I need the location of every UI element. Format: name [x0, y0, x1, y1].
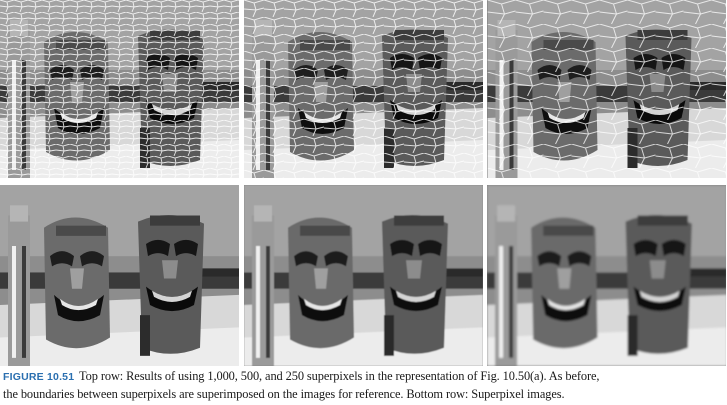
panel-top-500-superpixels-boundaries [244, 0, 483, 178]
superpixel-image [244, 185, 483, 366]
figure-caption: FIGURE 10.51 Top row: Results of using 1… [3, 368, 725, 403]
panel-top-250-superpixels-boundaries [487, 0, 726, 178]
superpixel-boundary-image [487, 0, 726, 178]
panel-bottom-1000-superpixel-image [0, 185, 239, 366]
superpixel-boundary-image [244, 0, 483, 178]
superpixel-boundary-image [0, 0, 239, 178]
caption-line-1: Top row: Results of using 1,000, 500, an… [79, 369, 600, 383]
panel-bottom-500-superpixel-image [244, 185, 483, 366]
superpixel-image [0, 185, 239, 366]
panel-top-1000-superpixels-boundaries [0, 0, 239, 178]
superpixel-image [487, 185, 726, 366]
panel-bottom-250-superpixel-image [487, 185, 726, 366]
figure-panels [0, 0, 726, 366]
caption-line-2: the boundaries between superpixels are s… [3, 387, 565, 401]
figure-label: FIGURE 10.51 [3, 371, 75, 383]
